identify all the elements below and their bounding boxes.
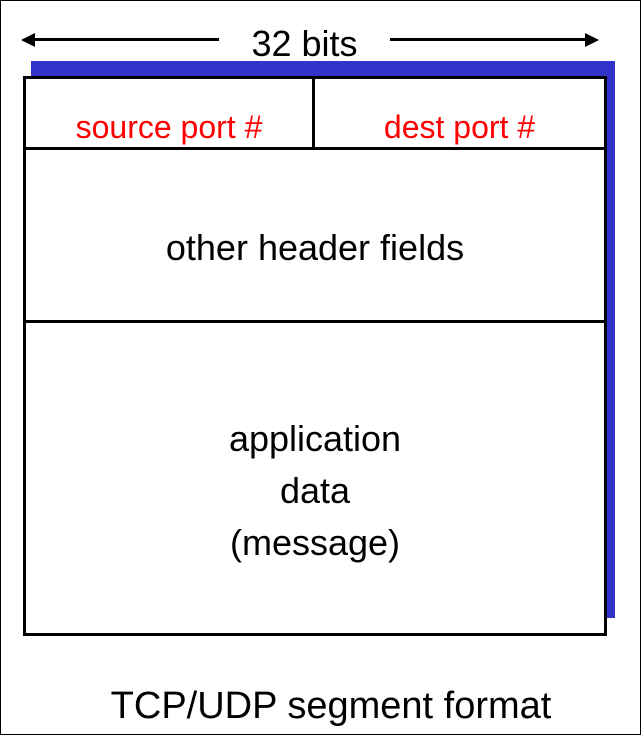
row-divider-2 [26,320,604,323]
arrow-right-head-icon [585,33,599,47]
payload-line-3: (message) [229,522,401,563]
width-arrow-right-line [390,38,590,41]
dest-port-field: dest port # [383,109,536,145]
port-divider [312,79,315,149]
row-divider-1 [26,147,604,150]
other-header-fields: other header fields [165,227,465,268]
payload-line-1: application [228,418,402,459]
width-label: 32 bits [251,23,358,64]
segment-box: source port # dest port # other header f… [23,76,607,636]
arrow-left-head-icon [21,33,35,47]
source-port-field: source port # [75,109,263,145]
diagram-caption: TCP/UDP segment format [110,685,552,727]
width-arrow-left-line [27,38,219,41]
payload-line-2: data [279,470,351,511]
